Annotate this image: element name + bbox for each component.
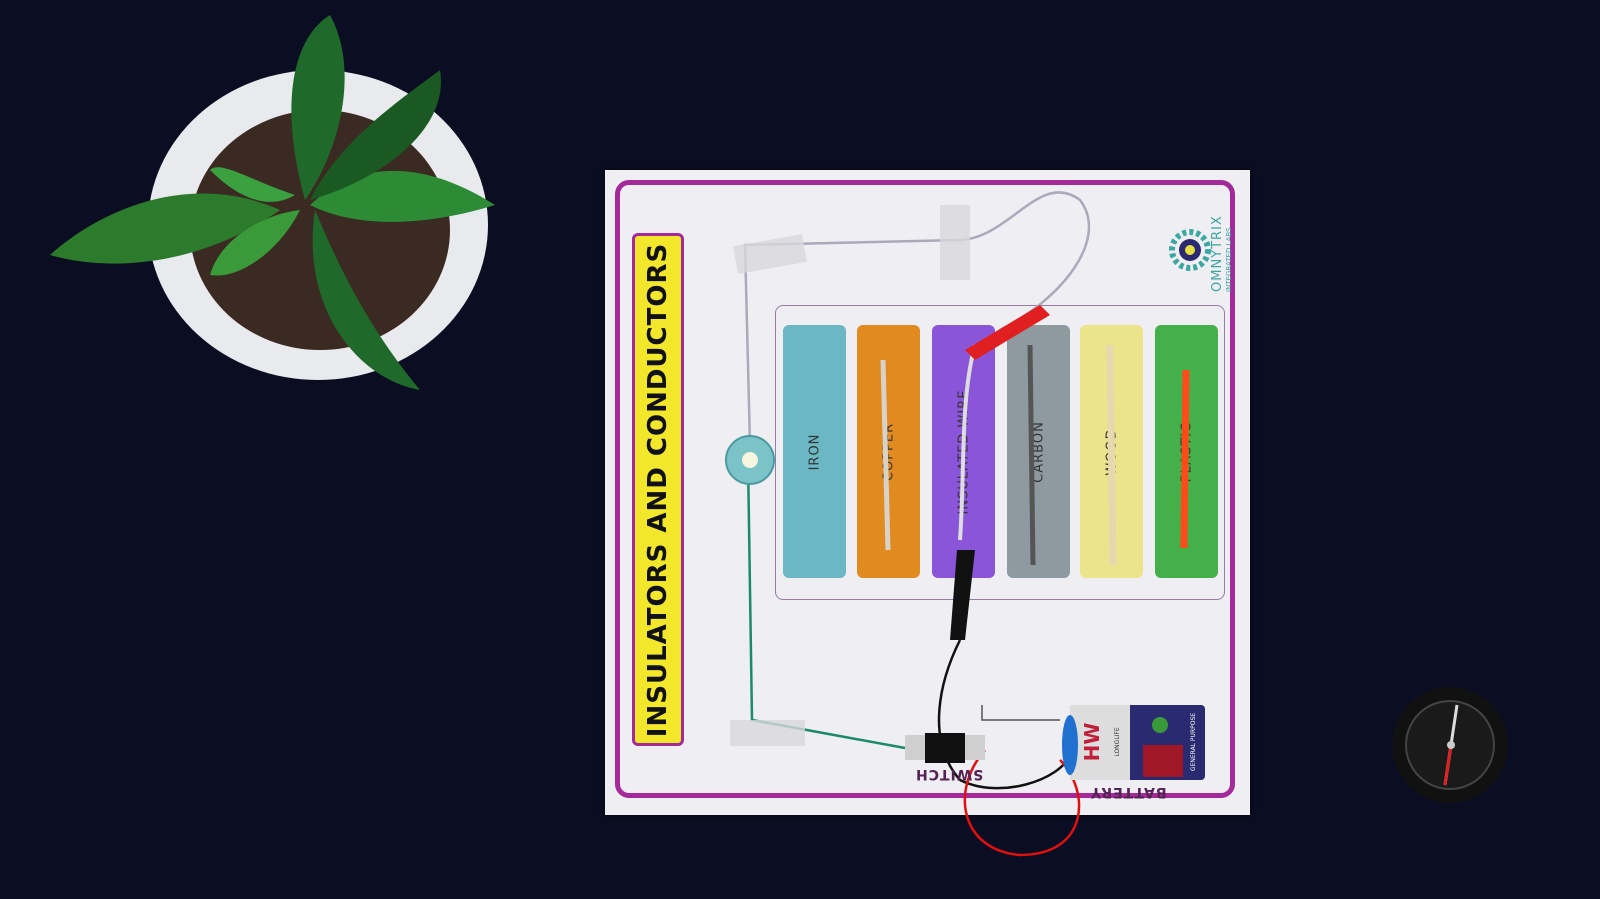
material-strip-carbon[interactable]: CARBON xyxy=(1007,325,1070,578)
red-alligator-clip xyxy=(965,305,1050,360)
copper-sample xyxy=(880,359,891,551)
bulb-icon xyxy=(742,452,758,468)
compass xyxy=(1392,687,1508,803)
logo: OMNYTRIX INTEGRATED LABS xyxy=(1210,215,1233,292)
potted-plant xyxy=(50,15,495,390)
board-border xyxy=(615,180,1235,798)
battery-type: GENERAL PURPOSE xyxy=(1190,712,1197,772)
wood-sample xyxy=(1106,344,1117,566)
logo-gear-icon xyxy=(1169,229,1211,271)
title-banner: INSULATORS AND CONDUCTORS xyxy=(632,233,684,746)
material-strip-iron[interactable]: IRON xyxy=(783,325,846,578)
carbon-sample xyxy=(1027,344,1036,566)
logo-name: OMNYTRIX xyxy=(1210,215,1225,292)
battery-brand: HW xyxy=(1080,722,1104,762)
battery-label: BATTERY xyxy=(1090,784,1167,800)
logo-subtitle: INTEGRATED LABS xyxy=(1225,227,1233,292)
plastic-sample xyxy=(1180,369,1190,549)
battery xyxy=(1062,705,1205,780)
materials-panel xyxy=(775,305,1225,600)
battery-tagline: LONGLIFE xyxy=(1114,727,1121,757)
black-alligator-clip xyxy=(950,550,975,640)
switch-label: SWITCH xyxy=(915,766,984,782)
